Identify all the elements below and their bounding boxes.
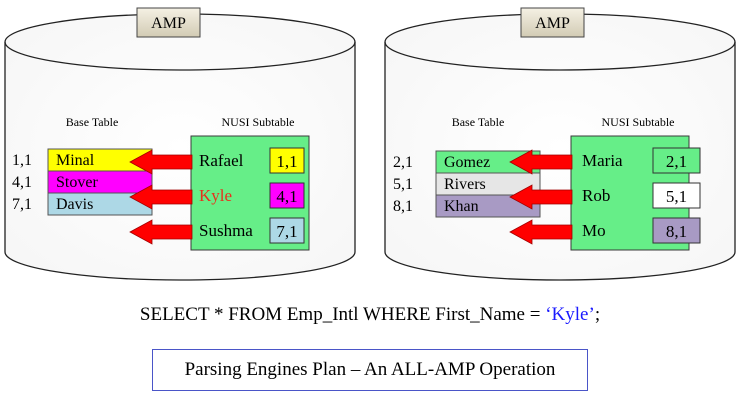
amp-1-base-rowid-1: 1,1: [12, 152, 32, 169]
amp-2-base-rowid-3: 8,1: [393, 198, 413, 215]
amp-1-nusi-rowid-box-3: [269, 217, 305, 244]
amp-1-base-name-3: Davis: [56, 196, 93, 213]
amp-1-arrows: [129, 149, 193, 245]
amp-2: AMP Base Table NUSI Subtable 2,1 Gomez 5,1…: [384, 7, 736, 281]
amp-2-base-row-3: [435, 194, 541, 218]
amp-1-nusi-name-1: Rafael: [199, 151, 244, 170]
amp-1-arrow-3: [129, 219, 193, 245]
amp-1-base-name-1: Minal: [56, 152, 95, 169]
amp-1-nusi-rowid-1: 1,1: [276, 152, 297, 171]
amp-1-base-table: 1,1 Minal 4,1 Stover 7,1 Davis: [12, 148, 153, 216]
amp-2-arrow-2: [509, 184, 573, 210]
amp-1-nusi-name-2: Kyle: [199, 186, 232, 205]
amp-1-label: AMP: [151, 15, 186, 32]
plan-box: Parsing Engines Plan – An ALL-AMP Operat…: [152, 349, 588, 391]
sql-query-text: SELECT * FROM Emp_Intl WHERE First_Name …: [139, 304, 546, 325]
amp-2-nusi-header: NUSI Subtable: [602, 115, 675, 129]
plan-text: Parsing Engines Plan – An ALL-AMP Operat…: [184, 359, 556, 380]
amp-2-nusi-rowid-box-3: [652, 217, 701, 244]
amp-2-nusi-rowid-box-1: [652, 147, 701, 174]
sql-query-terminator: ;: [594, 304, 601, 325]
amp-2-nusi-name-2: Rob: [582, 186, 610, 205]
amp-2-nusi-rowid-1: 2,1: [666, 152, 687, 171]
amp-1: AMP Base Table NUSI Subtable 1,1 Minal 4,1…: [4, 7, 356, 281]
sql-query-literal: ‘Kyle’: [545, 304, 595, 325]
amp-1-base-rowid-2: 4,1: [12, 174, 32, 191]
amp-2-arrow-3: [509, 219, 573, 245]
amp-1-nusi-rowid-2: 4,1: [276, 187, 297, 206]
amp-2-nusi-rowid-box-2: [652, 182, 701, 209]
amp-2-nusi-name-3: Mo: [582, 221, 606, 240]
amp-1-base-table-header: Base Table: [66, 115, 119, 129]
amp-2-nusi-rowid-2: 5,1: [666, 187, 687, 206]
amp-1-nusi-rowid-box-1: [269, 147, 305, 174]
amp-2-base-name-2: Rivers: [444, 176, 486, 193]
amp-2-nusi-rowid-3: 8,1: [666, 222, 687, 241]
amp-2-base-rowid-1: 2,1: [393, 154, 413, 171]
amp-2-base-table-header: Base Table: [452, 115, 505, 129]
amp-1-nusi-header: NUSI Subtable: [222, 115, 295, 129]
amp-1-nusi-name-3: Sushma: [199, 221, 253, 240]
amp-2-base-name-3: Khan: [444, 198, 479, 215]
amp-1-arrow-2: [129, 184, 193, 210]
amp-diagram: AMP Base Table NUSI Subtable 1,1 Minal 4,1…: [4, 7, 736, 281]
sql-query: SELECT * FROM Emp_Intl WHERE First_Name …: [0, 304, 740, 326]
amp-1-base-name-2: Stover: [56, 174, 98, 191]
amp-2-base-rowid-2: 5,1: [393, 176, 413, 193]
amp-2-arrow-1: [509, 149, 573, 175]
amp-1-arrow-1: [129, 149, 193, 175]
amp-1-nusi-rowid-3: 7,1: [276, 222, 297, 241]
amp-1-base-rowid-3: 7,1: [12, 196, 32, 213]
amp-2-base-table: 2,1 Gomez 5,1 Rivers 8,1 Khan: [393, 150, 541, 218]
amp-2-label: AMP: [535, 15, 570, 32]
amp-2-label-box: [520, 7, 585, 38]
amp-1-nusi-rowid-box-2: [269, 182, 305, 209]
amp-1-label-box: [136, 7, 201, 38]
amp-2-base-name-1: Gomez: [444, 154, 490, 171]
amp-2-arrows: [509, 149, 573, 245]
amp-2-nusi-name-1: Maria: [582, 151, 623, 170]
